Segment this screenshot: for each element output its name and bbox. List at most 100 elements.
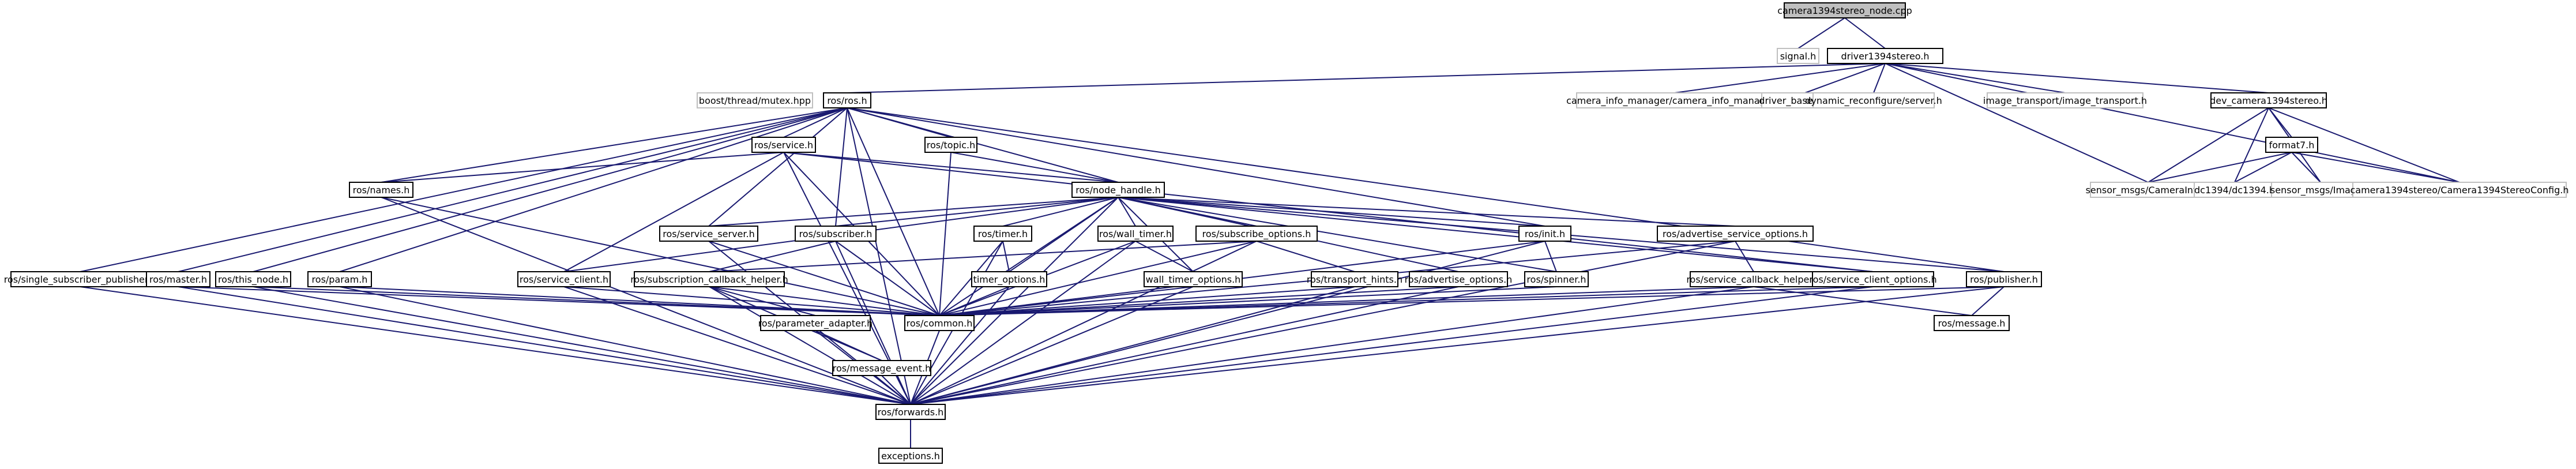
edge-driver-to-dynrec (1873, 63, 1886, 93)
node-box (1812, 92, 1935, 108)
node-msgevent[interactable]: ros/message_event.h (832, 360, 931, 376)
edge-thisnode-to-common (253, 286, 940, 316)
node-box (1777, 48, 1819, 64)
node-label: ros/service_callback_helper.h (1686, 274, 1821, 286)
edge-paramad-to-msgevent (815, 330, 882, 361)
node-publisher[interactable]: ros/publisher.h (1966, 271, 2042, 287)
edge-rosh-to-init (847, 107, 1545, 227)
edge-format7-to-caminfo (2148, 152, 2292, 183)
node-common[interactable]: ros/common.h (904, 315, 975, 331)
node-format7[interactable]: format7.h (2265, 137, 2318, 153)
node-init[interactable]: ros/init.h (1518, 226, 1571, 242)
node-box (1195, 226, 1318, 242)
edge-nodehandle-to-forwards (910, 197, 1119, 405)
node-box (215, 271, 291, 287)
edge-timer-to-timeropts (1002, 241, 1010, 272)
node-config: camera1394stereo/Camera1394StereoConfig.… (2350, 182, 2569, 198)
node-label: ros/publisher.h (1970, 274, 2038, 285)
node-driver[interactable]: driver1394stereo.h (1827, 48, 1943, 64)
node-svccb[interactable]: ros/service_callback_helper.h (1686, 271, 1821, 287)
edge-nodehandle-to-timer (1002, 197, 1119, 227)
edge-transport-to-common (939, 286, 1355, 316)
node-paramad[interactable]: ros/parameter_adapter.h (758, 315, 873, 331)
node-box (823, 92, 871, 108)
node-label: exceptions.h (881, 451, 940, 462)
edge-walltimer-to-forwards (910, 241, 1136, 405)
edge-walltimeropts-to-common (939, 286, 1194, 316)
node-box (2265, 137, 2318, 153)
node-nodehandle[interactable]: ros/node_handle.h (1071, 182, 1165, 198)
edge-subscriber-to-common (835, 241, 940, 316)
node-box (697, 92, 813, 108)
edge-nodehandle-to-timeropts (1009, 197, 1119, 272)
node-message[interactable]: ros/message.h (1934, 315, 2010, 331)
node-single[interactable]: ros/single_subscriber_publisher.h (4, 271, 156, 287)
edge-param-to-common (339, 286, 940, 316)
edge-topic-to-nodehandle (950, 152, 1119, 183)
node-topic[interactable]: ros/topic.h (924, 137, 977, 153)
node-label: camera1394stereo/Camera1394StereoConfig.… (2350, 185, 2569, 196)
edge-subcb-to-common (709, 286, 940, 316)
node-param[interactable]: ros/param.h (307, 271, 372, 287)
edge-svccb-to-common (939, 286, 1754, 316)
edge-rosh-to-publisher (847, 107, 2005, 272)
node-label: ros/init.h (1525, 228, 1565, 239)
node-subscriber[interactable]: ros/subscriber.h (795, 226, 877, 242)
node-label: ros/subscription_callback_helper.h (630, 274, 788, 286)
edge-subopts-to-common (939, 241, 1257, 316)
edge-servclient-to-forwards (563, 286, 911, 405)
node-forwards[interactable]: ros/forwards.h (875, 404, 946, 420)
node-label: ros/topic.h (927, 140, 975, 151)
edge-spinner-to-common (939, 286, 1557, 316)
edge-subscriber-to-subcb (709, 241, 836, 272)
node-label: ros/forwards.h (878, 407, 944, 418)
node-thisnode[interactable]: ros/this_node.h (215, 271, 291, 287)
node-label: ros/subscribe_options.h (1202, 228, 1311, 240)
node-label: ros/spinner.h (1526, 274, 1586, 285)
node-svcclientopts[interactable]: ros/service_client_options.h (1809, 271, 1937, 287)
node-timeropts[interactable]: timer_options.h (971, 271, 1047, 287)
edge-rosh-to-subscriber (835, 107, 848, 227)
edge-rosh-to-service (783, 107, 848, 138)
node-label: ros/service_server.h (663, 228, 754, 240)
node-names[interactable]: ros/names.h (349, 182, 413, 198)
node-box (1987, 92, 2143, 108)
node-label: ros/names.h (353, 185, 410, 196)
edge-rosh-to-forwards (847, 107, 911, 405)
node-master[interactable]: ros/master.h (146, 271, 210, 287)
edge-svcclientopts-to-common (939, 286, 1874, 316)
edge-nodehandle-to-subscriber (835, 197, 1119, 227)
node-servclient[interactable]: ros/service_client.h (517, 271, 611, 287)
edge-format7-to-image (2291, 152, 2321, 183)
node-label: ros/transport_hints.h (1307, 274, 1402, 286)
node-label: camera_info_manager/camera_info_manager.… (1566, 95, 1783, 107)
node-servserver[interactable]: ros/service_server.h (659, 226, 758, 242)
node-timer[interactable]: ros/timer.h (973, 226, 1032, 242)
edge-subopts-to-forwards (910, 241, 1257, 405)
node-service[interactable]: ros/service.h (751, 137, 816, 153)
edge-nodehandle-to-advsvc (1118, 197, 1736, 227)
node-exceptions[interactable]: exceptions.h (878, 448, 943, 464)
node-dev[interactable]: dev_camera1394stereo.h (2210, 92, 2327, 108)
node-box (1934, 315, 2010, 331)
node-box (1409, 271, 1508, 287)
node-subcb[interactable]: ros/subscription_callback_helper.h (630, 271, 788, 287)
edge-rosh-to-servserver (708, 107, 848, 227)
node-subopts[interactable]: ros/subscribe_options.h (1195, 226, 1318, 242)
node-rosh[interactable]: ros/ros.h (823, 92, 871, 108)
node-walltimer[interactable]: ros/wall_timer.h (1097, 226, 1174, 242)
node-spinner[interactable]: ros/spinner.h (1524, 271, 1589, 287)
edge-subopts-to-subcb (709, 241, 1257, 272)
node-box (1071, 182, 1165, 198)
node-box (10, 271, 150, 287)
node-walltimeropts[interactable]: wall_timer_options.h (1144, 271, 1243, 287)
node-box (1690, 271, 1818, 287)
node-advsvc[interactable]: ros/advertise_service_options.h (1657, 226, 1814, 242)
edge-names-to-forwards (381, 197, 911, 405)
node-advopts[interactable]: ros/advertise_options.h (1405, 271, 1513, 287)
edge-rosh-to-names (381, 107, 848, 183)
node-signal: signal.h (1777, 48, 1819, 64)
node-boostmutex: boost/thread/mutex.hpp (697, 92, 813, 108)
node-transport[interactable]: ros/transport_hints.h (1307, 271, 1402, 287)
